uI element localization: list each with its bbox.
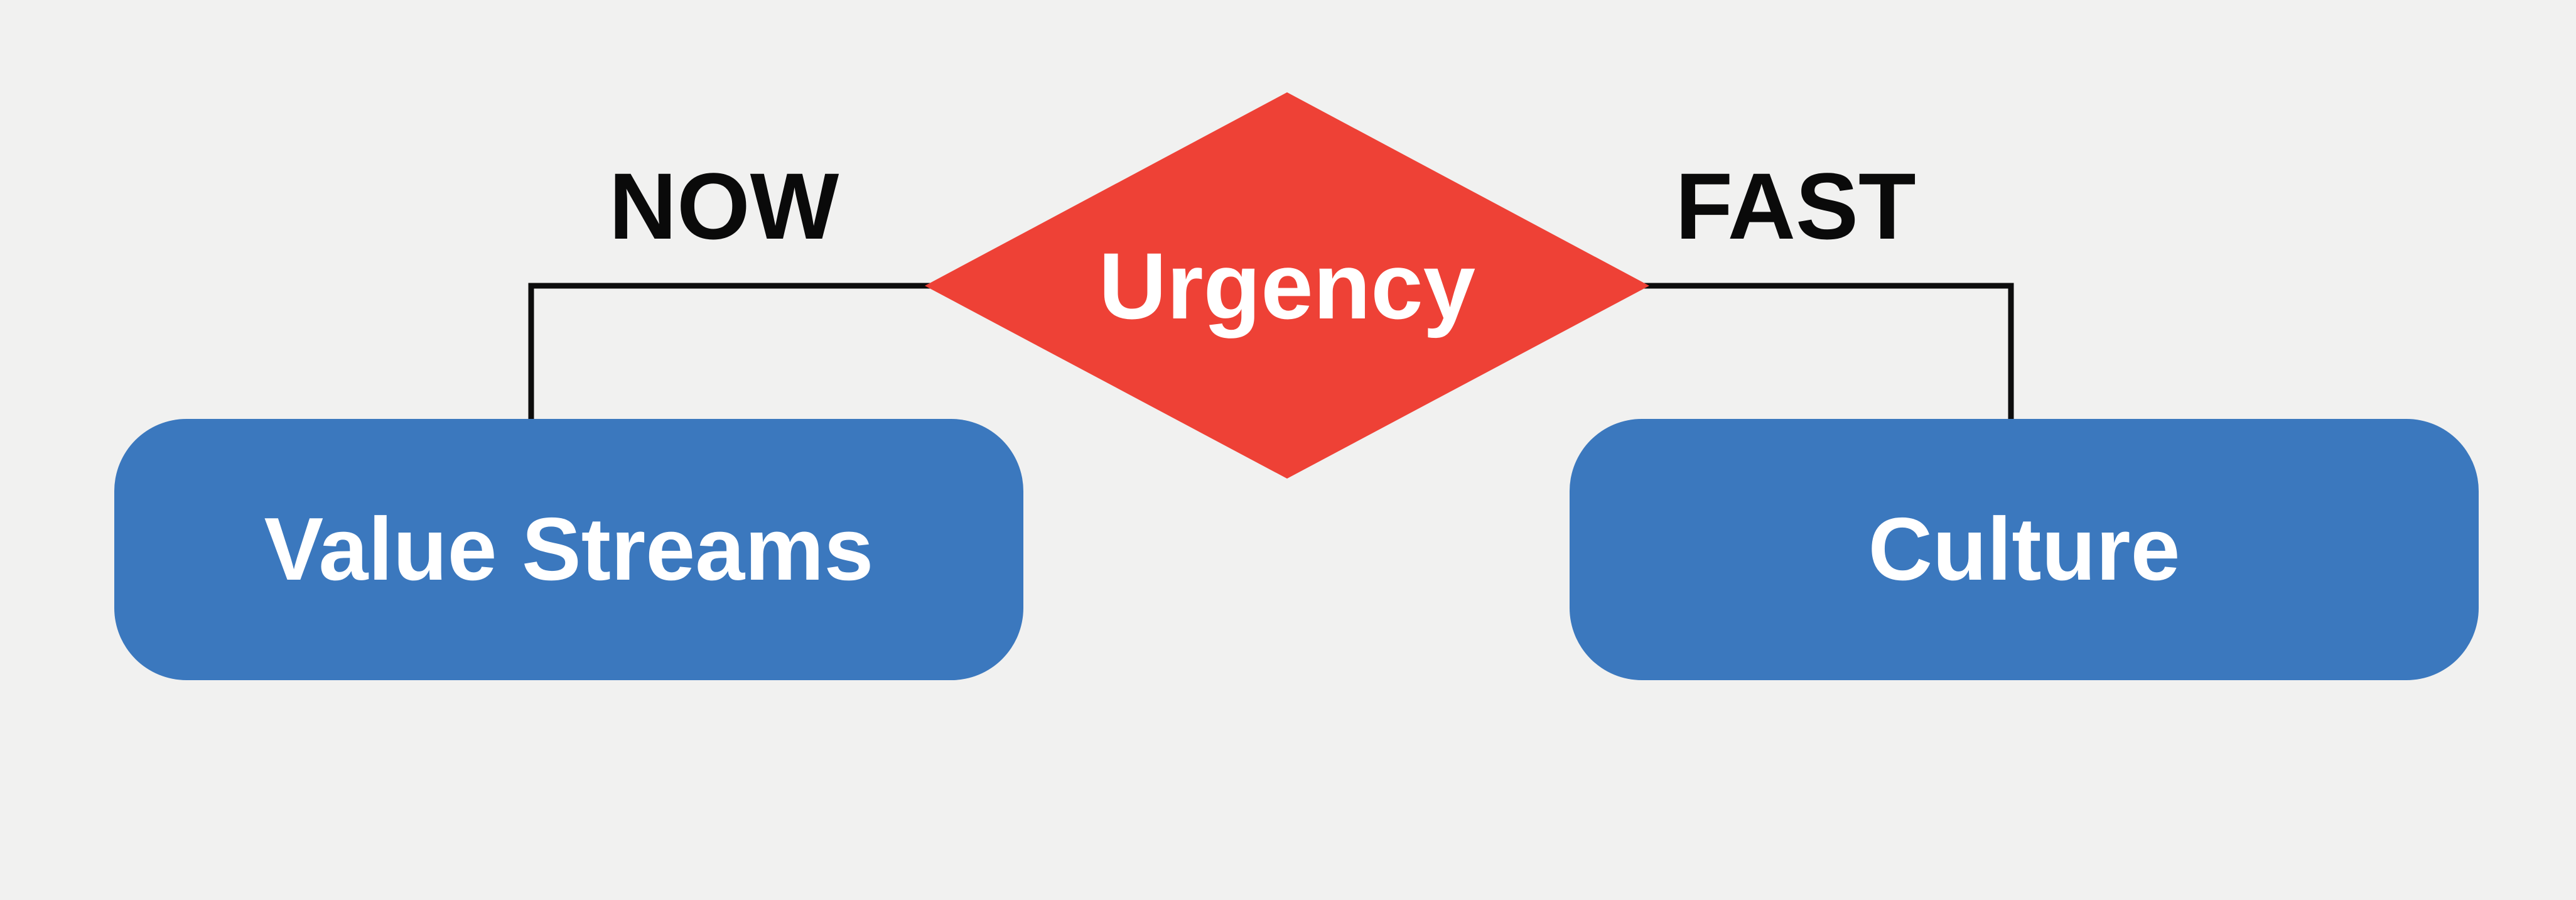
connector-fast-line — [1632, 283, 2014, 422]
culture-label: Culture — [1868, 499, 2180, 599]
branch-label-now: NOW — [608, 153, 839, 259]
branch-label-fast: FAST — [1675, 153, 1916, 259]
value-streams-node: Value Streams — [114, 419, 1023, 680]
urgency-diamond-shape — [925, 92, 1649, 479]
connector-now-line — [528, 283, 942, 422]
value-streams-label: Value Streams — [264, 499, 874, 599]
culture-node: Culture — [1570, 419, 2479, 680]
urgency-label: Urgency — [1098, 233, 1476, 339]
